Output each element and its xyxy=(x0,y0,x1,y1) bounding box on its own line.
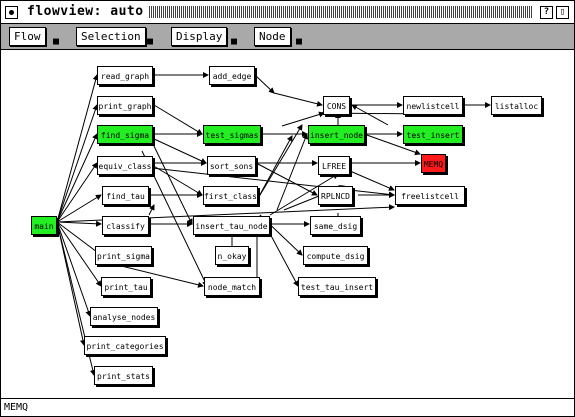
node-memq[interactable]: MEMQ xyxy=(421,154,446,173)
node-print-tau[interactable]: print_tau xyxy=(101,277,151,296)
node-insert-node[interactable]: insert_node xyxy=(308,125,365,144)
node-sort-sons[interactable]: sort_sons xyxy=(207,156,256,175)
node-freelistcell[interactable]: freelistcell xyxy=(395,186,465,205)
node-rplncd[interactable]: RPLNCD xyxy=(318,186,353,205)
node-listalloc[interactable]: listalloc xyxy=(491,96,542,115)
node-equiv-class[interactable]: equiv_class xyxy=(97,156,153,175)
help-button[interactable]: ? xyxy=(540,6,553,19)
menu-selection-pin-icon[interactable]: ▗▖ xyxy=(144,34,157,45)
node-find-tau[interactable]: find_tau xyxy=(102,186,149,205)
node-print-graph[interactable]: print_graph xyxy=(97,96,153,115)
menu-flow-pin-icon[interactable]: ▗▖ xyxy=(50,34,63,45)
node-same-dsig[interactable]: same_dsig xyxy=(310,216,361,235)
node-cons[interactable]: CONS xyxy=(323,96,350,115)
node-newlistcell[interactable]: newlistcell xyxy=(403,96,463,115)
node-main[interactable]: main xyxy=(31,216,57,235)
graph-canvas[interactable]: read_graph add_edge print_graph CONS new… xyxy=(2,50,573,398)
menu-flow[interactable]: Flow xyxy=(9,27,46,46)
menu-node[interactable]: Node xyxy=(254,27,291,46)
title-bar[interactable]: flowview: auto ? ▯ xyxy=(1,1,574,24)
node-lfree[interactable]: LFREE xyxy=(318,156,350,175)
node-test-sigmas[interactable]: test_sigmas xyxy=(203,125,261,144)
window-title: flowview: auto xyxy=(27,4,144,19)
zoom-icon[interactable]: ▯ xyxy=(556,6,569,19)
node-print-stats[interactable]: print_stats xyxy=(94,366,153,385)
node-insert-tau-node[interactable]: insert_tau_node xyxy=(193,216,270,235)
node-read-graph[interactable]: read_graph xyxy=(97,66,153,85)
menu-bar: Flow ▗▖ Selection ▗▖ Display ▗▖ Node ▗▖ xyxy=(1,24,574,50)
node-analyse-nodes[interactable]: analyse_nodes xyxy=(90,307,158,326)
node-test-insert[interactable]: test_insert xyxy=(403,125,463,144)
status-line: MEMQ xyxy=(1,398,574,416)
node-node-match[interactable]: node_match xyxy=(204,277,260,296)
node-n-okay[interactable]: n_okay xyxy=(215,246,249,265)
node-find-sigma[interactable]: find_sigma xyxy=(97,125,153,144)
node-compute-dsig[interactable]: compute_dsig xyxy=(303,246,368,265)
close-icon[interactable] xyxy=(5,6,18,19)
node-add-edge[interactable]: add_edge xyxy=(209,66,255,85)
title-bar-drag-area[interactable] xyxy=(149,6,533,18)
node-classify[interactable]: classify xyxy=(102,216,149,235)
menu-selection[interactable]: Selection xyxy=(76,27,146,46)
menu-display-pin-icon[interactable]: ▗▖ xyxy=(228,34,241,45)
node-print-categories[interactable]: print_categories xyxy=(84,336,166,355)
menu-display[interactable]: Display xyxy=(171,27,228,46)
node-test-tau-insert[interactable]: test_tau_insert xyxy=(298,277,376,296)
node-first-class[interactable]: first_class xyxy=(203,186,258,205)
menu-node-pin-icon[interactable]: ▗▖ xyxy=(293,34,306,45)
node-print-sigma[interactable]: print_sigma xyxy=(95,246,152,265)
